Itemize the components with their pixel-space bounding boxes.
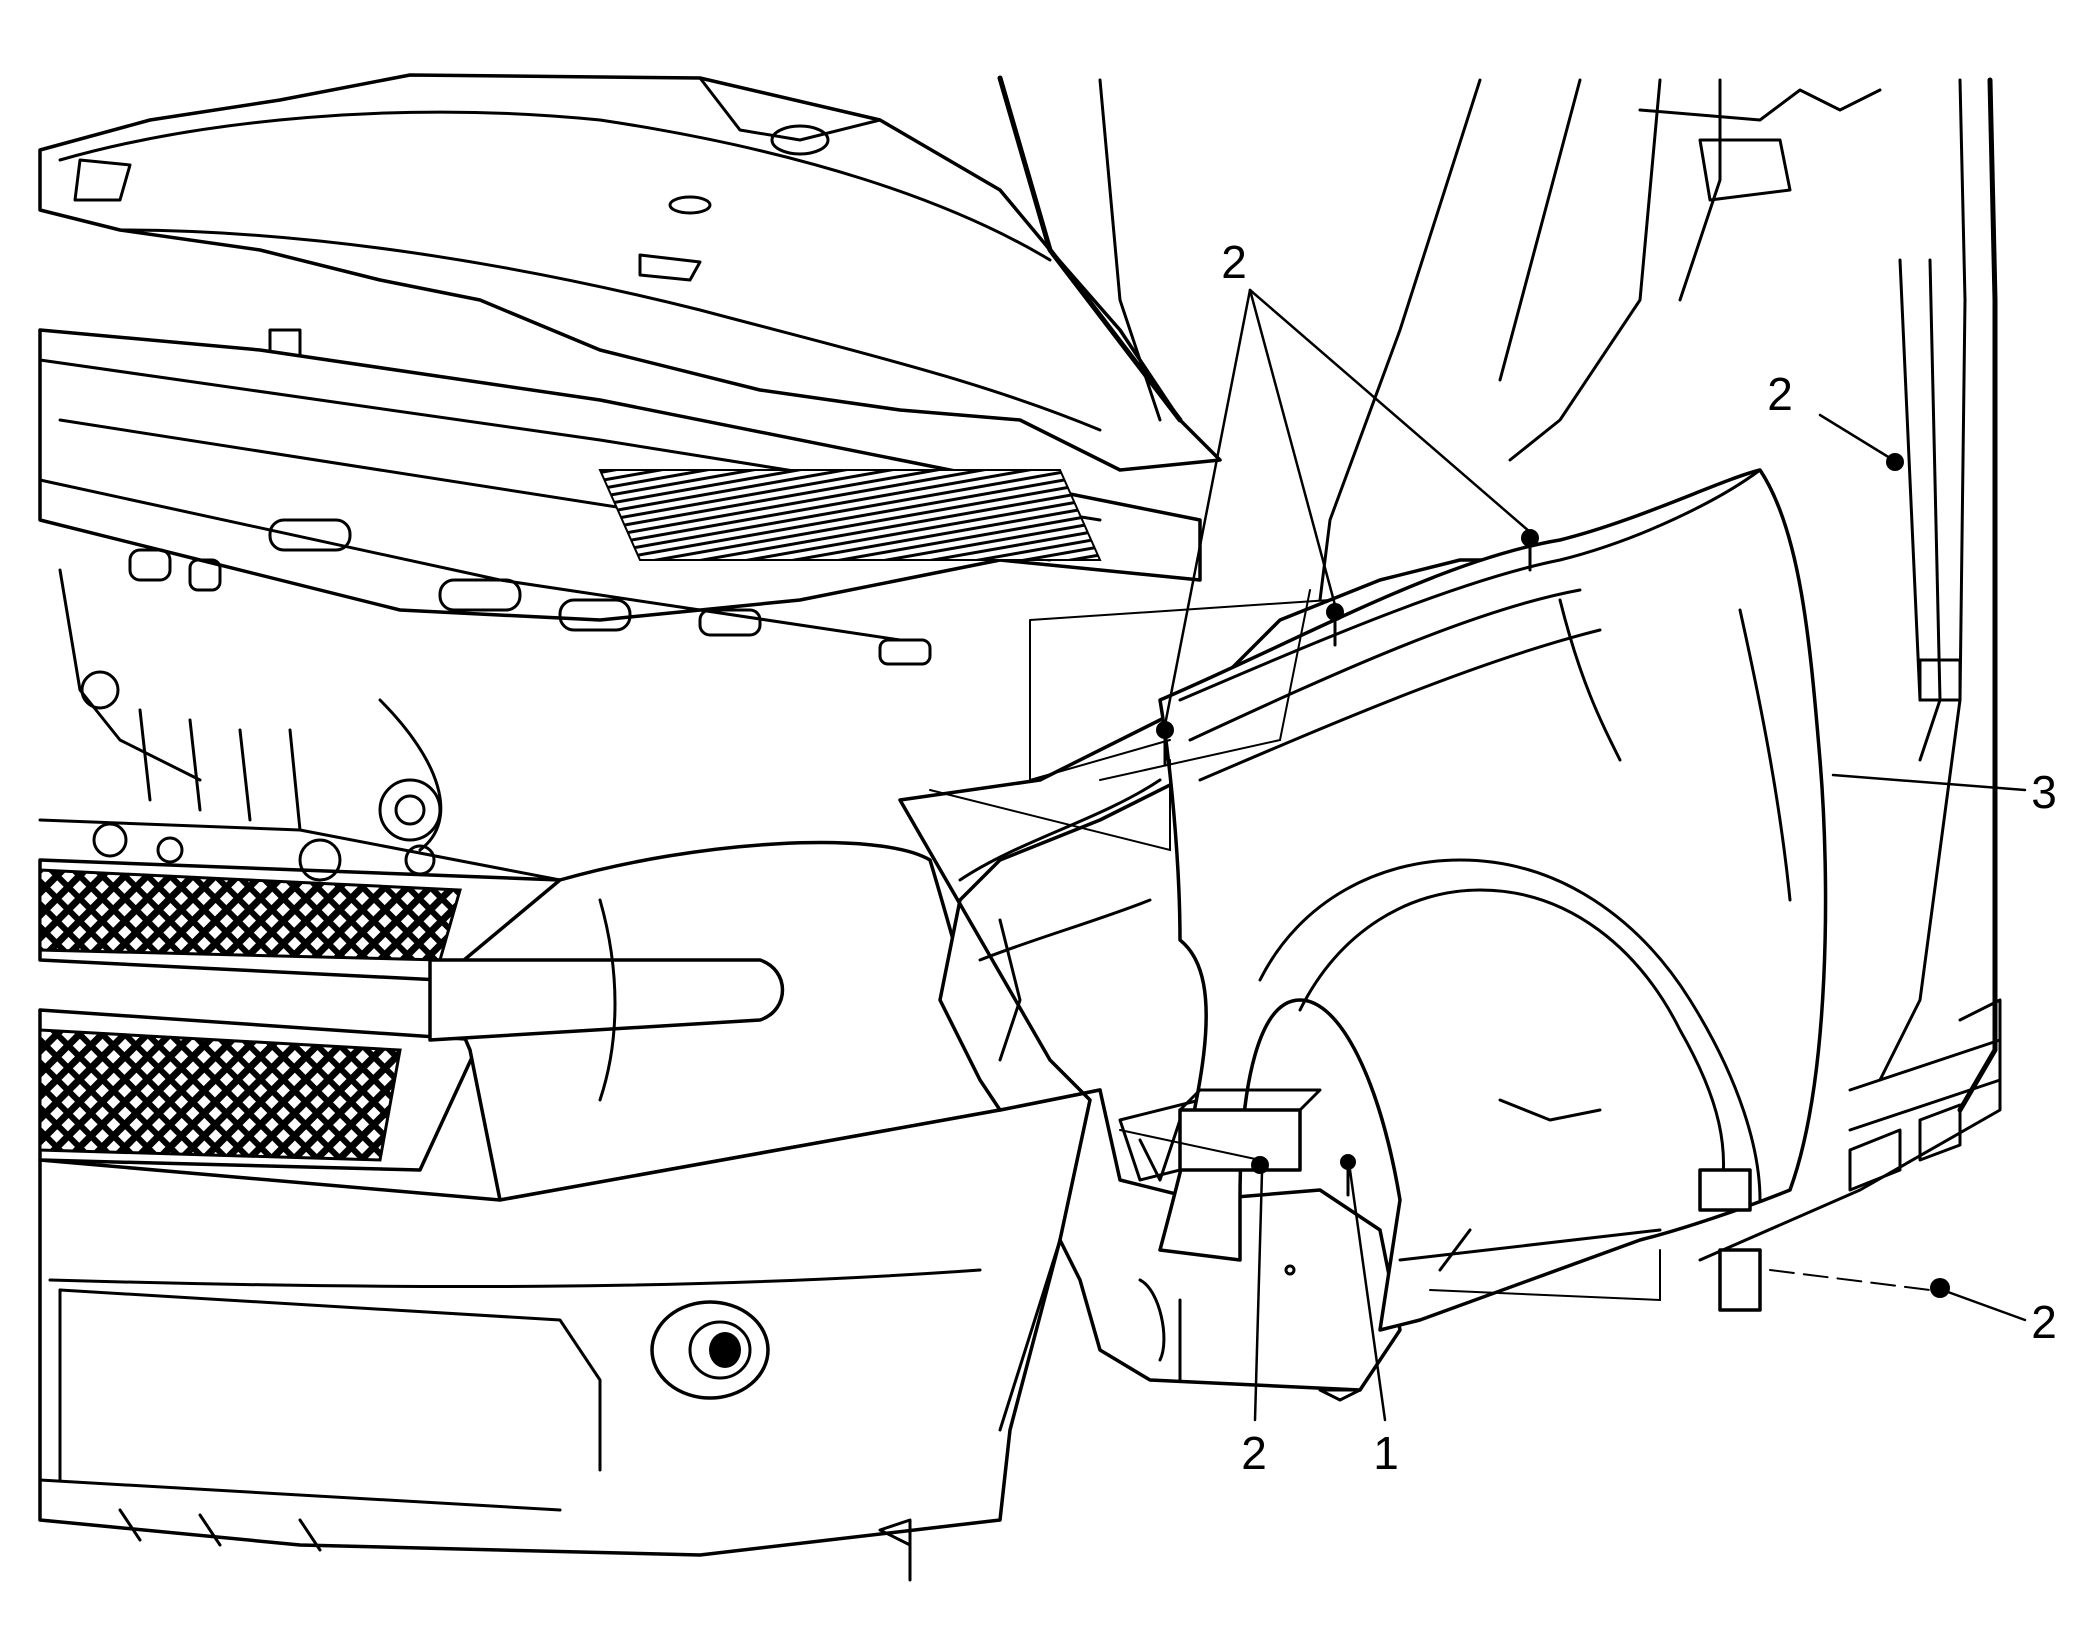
headlamp xyxy=(428,840,1002,1202)
callout-2-right: 2 xyxy=(2031,1296,2057,1348)
fender xyxy=(1158,468,1828,1332)
windshield-frame xyxy=(997,75,1882,602)
callout-3: 3 xyxy=(2031,766,2057,818)
callout-2-bottom: 2 xyxy=(1241,1427,1267,1479)
callout-labels: 2 2 3 2 2 1 xyxy=(1221,236,2057,1479)
alignment-lines xyxy=(929,589,1931,1302)
front-fascia xyxy=(38,1088,1102,1582)
callout-1: 1 xyxy=(1373,1427,1399,1479)
callout-2-top: 2 xyxy=(1221,236,1247,288)
door-frame xyxy=(1698,77,2002,1262)
leader-lines xyxy=(1163,288,2027,1422)
radiator-support xyxy=(38,328,1202,852)
callout-2-upper-right: 2 xyxy=(1767,368,1793,420)
front-grille xyxy=(38,818,602,1172)
fasteners xyxy=(1156,453,1950,1298)
hood xyxy=(38,73,1222,472)
